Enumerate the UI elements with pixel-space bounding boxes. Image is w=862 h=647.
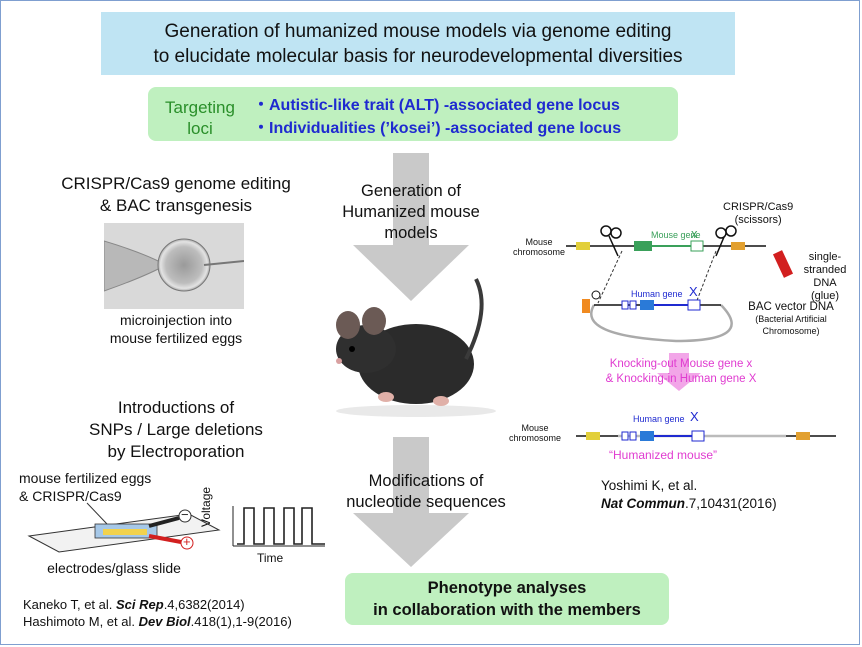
slide-caption: electrodes/glass slide: [47, 560, 181, 576]
humanization-diagram: [566, 225, 836, 442]
knock-line-1: Knocking-out Mouse gene x: [609, 358, 753, 370]
title-banner: Generation of humanized mouse models via…: [101, 12, 735, 75]
step1-line-2: Humanized mouse: [342, 203, 480, 221]
crispr-scissors-line-1: CRISPR/Cas9: [723, 201, 794, 213]
hashimoto-rest: .418(1),1-9(2016): [190, 614, 292, 629]
step-generation-text: Generation of Humanized mouse models: [331, 181, 491, 244]
arrow-down-top: [353, 153, 469, 301]
phenotype-line-1: Phenotype analyses: [427, 579, 587, 597]
bac-line-3: Chromosome): [762, 326, 820, 336]
crispr-heading-line-1: CRISPR/Cas9 genome editing: [61, 174, 291, 193]
electroporation-label-line-1: mouse fertilized eggs: [19, 470, 152, 486]
crispr-heading: CRISPR/Cas9 genome editing & BAC transge…: [31, 173, 321, 217]
ssdna-line-1: single-stranded: [803, 251, 847, 276]
hashimoto-journal: Dev Biol: [138, 614, 191, 629]
step1-line-1: Generation of: [361, 182, 461, 200]
minus-sign: −: [181, 507, 189, 522]
mouse-photo: [336, 278, 496, 417]
targeting-item-alt: ・Autistic-like trait (ALT) -associated g…: [253, 97, 620, 114]
crispr-heading-line-2: & BAC transgenesis: [99, 196, 253, 215]
reference-yoshimi: Yoshimi K, et al. Nat Commun.7,10431(201…: [601, 477, 777, 513]
plus-sign: +: [183, 534, 191, 549]
crispr-scissors-label: CRISPR/Cas9 (scissors): [723, 201, 793, 227]
voltage-label: Voltage: [199, 486, 213, 527]
step-modifications-text: Modifications of nucleotide sequences: [331, 471, 521, 513]
yoshimi-journal: Nat Commun: [601, 496, 685, 511]
mouse-chromosome-bottom-line-1: Mouse: [521, 423, 549, 433]
kaneko-journal: Sci Rep: [116, 597, 164, 612]
electroporation-heading-line-2: SNPs / Large deletions: [89, 420, 263, 439]
title-line-1: Generation of humanized mouse models via…: [164, 20, 672, 42]
humanized-mouse-label: “Humanized mouse”: [609, 448, 718, 462]
time-label: Time: [257, 551, 284, 565]
microinjection-photo: [104, 223, 244, 309]
mouse-chromosome-label-bottom: Mouse chromosome: [509, 423, 561, 443]
mouse-chromosome-top-line-2: chromosome: [513, 247, 566, 257]
electroporation-heading: Introductions of SNPs / Large deletions …: [51, 397, 301, 463]
ssdna-line-3: (glue): [810, 290, 840, 302]
targeting-item-kosei: ・Individualities (’kosei’) -associated g…: [253, 120, 622, 137]
reference-hashimoto: Hashimoto M, et al. Dev Biol.418(1),1-9(…: [23, 613, 292, 631]
hashimoto-author: Hashimoto M, et al.: [23, 614, 139, 629]
step2-line-2: nucleotide sequences: [346, 493, 506, 511]
electroporation-label: mouse fertilized eggs & CRISPR/Cas9: [19, 469, 199, 505]
targeting-loci-items: ・Autistic-like trait (ALT) -associated g…: [253, 94, 621, 140]
kaneko-author: Kaneko T, et al.: [23, 597, 116, 612]
phenotype-line-2: in collaboration with the members: [373, 601, 641, 619]
mouse-gene-label: Mouse gene: [651, 230, 701, 240]
knock-line-2: & Knocking-in Human gene X: [605, 373, 757, 385]
yoshimi-rest: .7,10431(2016): [685, 496, 777, 511]
human-gene-label-bottom: Human gene: [633, 414, 685, 424]
step2-line-1: Modifications of: [368, 472, 484, 490]
step1-line-3: models: [384, 224, 438, 242]
bac-vector-label: BAC vector DNA (Bacterial Artificial Chr…: [736, 301, 846, 337]
targeting-label-line-2: loci: [187, 119, 213, 138]
arrow-down-bottom: [353, 437, 469, 567]
mouse-chromosome-top-line-1: Mouse: [525, 237, 553, 247]
microinjection-caption: microinjection into mouse fertilized egg…: [81, 311, 271, 347]
microinjection-caption-line-1: microinjection into: [119, 312, 233, 328]
knock-label: Knocking-out Mouse gene x & Knocking-in …: [581, 357, 781, 387]
mouse-chromosome-bottom-line-2: chromosome: [509, 433, 562, 443]
crispr-scissors-line-2: (scissors): [734, 214, 782, 226]
electroporation-heading-line-3: by Electroporation: [107, 442, 245, 461]
electroporation-heading-line-1: Introductions of: [117, 398, 235, 417]
phenotype-analyses-box: Phenotype analyses in collaboration with…: [345, 573, 669, 625]
reference-kaneko: Kaneko T, et al. Sci Rep.4,6382(2014): [23, 596, 245, 614]
human-gene-label-top: Human gene: [631, 289, 683, 299]
ssdna-label: single-stranded DNA (glue): [791, 251, 859, 303]
yoshimi-citation: Nat Commun.7,10431(2016): [601, 495, 777, 513]
bac-line-1: BAC vector DNA: [748, 301, 834, 313]
targeting-label-line-1: Targeting: [165, 98, 235, 117]
mouse-gene-letter: x: [691, 226, 698, 241]
microinjection-caption-line-2: mouse fertilized eggs: [109, 330, 243, 346]
kaneko-rest: .4,6382(2014): [163, 597, 245, 612]
targeting-loci-box: [148, 87, 678, 141]
electroporation-diagram: [27, 502, 325, 553]
bac-line-2: (Bacterial Artificial: [755, 314, 827, 324]
targeting-loci-label: Targeting loci: [153, 97, 247, 139]
ssdna-line-2: DNA: [813, 277, 837, 289]
human-gene-letter-bottom: X: [690, 409, 699, 424]
human-gene-letter-top: X: [689, 284, 698, 299]
mouse-chromosome-label-top: Mouse chromosome: [513, 237, 565, 257]
yoshimi-author: Yoshimi K, et al.: [601, 478, 698, 493]
electroporation-label-line-2: & CRISPR/Cas9: [19, 488, 122, 504]
title-line-2: to elucidate molecular basis for neurode…: [153, 45, 683, 67]
